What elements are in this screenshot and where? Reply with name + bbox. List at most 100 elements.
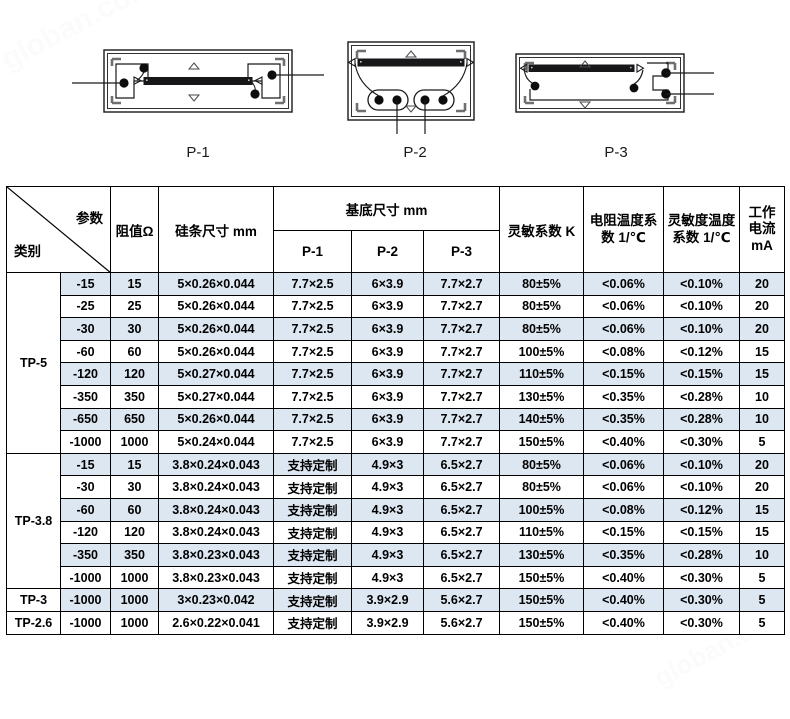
header-corner-diagonal: 参数 类别 bbox=[6, 186, 111, 273]
resistance-cell: 350 bbox=[110, 543, 159, 567]
sensitivity-k-cell: 140±5% bbox=[499, 407, 584, 432]
substrate-p3-cell: 7.7×2.7 bbox=[423, 317, 500, 341]
resistance-cell: 15 bbox=[110, 452, 159, 477]
resistance-cell: 120 bbox=[110, 520, 159, 545]
substrate-p1-cell: 支持定制 bbox=[273, 588, 352, 612]
sensitivity-temp-coef-cell: <0.28% bbox=[663, 407, 740, 432]
substrate-p2-cell: 4.9×3 bbox=[351, 565, 424, 590]
sensitivity-k-cell: 110±5% bbox=[499, 362, 584, 386]
sensitivity-temp-coef-cell: <0.15% bbox=[663, 520, 740, 545]
sensitivity-temp-coef-cell: <0.10% bbox=[663, 294, 740, 319]
figure-p3: P-3 bbox=[508, 32, 724, 172]
resistance-temp-coef-cell: <0.35% bbox=[583, 384, 664, 409]
substrate-p1-cell: 支持定制 bbox=[273, 610, 352, 635]
header-rtc-line2: 数 1/℃ bbox=[601, 229, 646, 245]
sensitivity-k-cell: 130±5% bbox=[499, 384, 584, 409]
model-cell: -1000 bbox=[60, 610, 111, 635]
working-current-cell: 20 bbox=[739, 317, 785, 341]
figure-p1-caption: P-1 bbox=[186, 144, 210, 161]
silicon-size-cell: 5×0.26×0.044 bbox=[158, 339, 274, 364]
resistance-cell: 350 bbox=[110, 384, 159, 409]
silicon-size-cell: 5×0.27×0.044 bbox=[158, 384, 274, 409]
substrate-p1-cell: 7.7×2.5 bbox=[273, 339, 352, 364]
substrate-p2-cell: 6×3.9 bbox=[351, 294, 424, 319]
model-cell: -1000 bbox=[60, 565, 111, 590]
substrate-p3-cell: 7.7×2.7 bbox=[423, 339, 500, 364]
silicon-size-cell: 5×0.26×0.044 bbox=[158, 294, 274, 319]
substrate-p2-cell: 6×3.9 bbox=[351, 362, 424, 386]
substrate-p2-cell: 6×3.9 bbox=[351, 384, 424, 409]
header-working-current: 工作电流 mA bbox=[739, 186, 785, 273]
figure-p3-caption: P-3 bbox=[604, 144, 628, 161]
silicon-size-cell: 5×0.26×0.044 bbox=[158, 272, 274, 296]
model-cell: -60 bbox=[60, 339, 111, 364]
header-current-line2: mA bbox=[751, 237, 773, 253]
sensitivity-k-cell: 150±5% bbox=[499, 610, 584, 635]
substrate-p2-cell: 6×3.9 bbox=[351, 430, 424, 454]
substrate-p3-cell: 7.7×2.7 bbox=[423, 407, 500, 432]
header-current-line1: 工作电流 bbox=[748, 204, 776, 237]
figure-p3-drawing bbox=[515, 53, 714, 113]
model-cell: -1000 bbox=[60, 588, 111, 612]
header-category-label: 类别 bbox=[14, 244, 41, 259]
model-cell: -120 bbox=[60, 362, 111, 386]
substrate-p1-cell: 7.7×2.5 bbox=[273, 294, 352, 319]
category-cell: TP-5 bbox=[6, 272, 61, 454]
sensitivity-temp-coef-cell: <0.30% bbox=[663, 610, 740, 635]
sensitivity-k-cell: 150±5% bbox=[499, 430, 584, 454]
substrate-p1-cell: 7.7×2.5 bbox=[273, 430, 352, 454]
working-current-cell: 20 bbox=[739, 272, 785, 296]
sensitivity-temp-coef-cell: <0.15% bbox=[663, 362, 740, 386]
resistance-temp-coef-cell: <0.15% bbox=[583, 362, 664, 386]
model-cell: -350 bbox=[60, 384, 111, 409]
header-resistance-temp-coefficient: 电阻温度系 数 1/℃ bbox=[583, 186, 664, 273]
substrate-p1-cell: 7.7×2.5 bbox=[273, 272, 352, 296]
substrate-p3-cell: 6.5×2.7 bbox=[423, 520, 500, 545]
substrate-p3-cell: 7.7×2.7 bbox=[423, 430, 500, 454]
resistance-temp-coef-cell: <0.08% bbox=[583, 339, 664, 364]
sensitivity-temp-coef-cell: <0.10% bbox=[663, 272, 740, 296]
substrate-p2-cell: 4.9×3 bbox=[351, 475, 424, 499]
substrate-p3-cell: 6.5×2.7 bbox=[423, 543, 500, 567]
substrate-p1-cell: 支持定制 bbox=[273, 565, 352, 590]
model-cell: -30 bbox=[60, 475, 111, 499]
sensitivity-k-cell: 80±5% bbox=[499, 475, 584, 499]
category-cell: TP-2.6 bbox=[6, 610, 61, 635]
working-current-cell: 15 bbox=[739, 497, 785, 522]
sensitivity-k-cell: 80±5% bbox=[499, 317, 584, 341]
resistance-temp-coef-cell: <0.08% bbox=[583, 497, 664, 522]
header-rtc-line1: 电阻温度系 bbox=[589, 213, 658, 229]
category-cell: TP-3.8 bbox=[6, 452, 61, 590]
substrate-p1-cell: 7.7×2.5 bbox=[273, 317, 352, 341]
model-cell: -30 bbox=[60, 317, 111, 341]
sensitivity-k-cell: 80±5% bbox=[499, 452, 584, 477]
header-stc-line2: 系数 1/℃ bbox=[672, 229, 731, 245]
sensitivity-temp-coef-cell: <0.12% bbox=[663, 339, 740, 364]
header-silicon-bar-size: 硅条尺寸 mm bbox=[158, 186, 274, 273]
model-cell: -15 bbox=[60, 452, 111, 477]
resistance-cell: 30 bbox=[110, 317, 159, 341]
model-cell: -350 bbox=[60, 543, 111, 567]
sensitivity-temp-coef-cell: <0.28% bbox=[663, 543, 740, 567]
figure-p2: P-2 bbox=[330, 32, 500, 172]
resistance-temp-coef-cell: <0.15% bbox=[583, 520, 664, 545]
substrate-p3-cell: 7.7×2.7 bbox=[423, 272, 500, 296]
header-substrate-p3: P-3 bbox=[423, 230, 500, 273]
resistance-temp-coef-cell: <0.06% bbox=[583, 272, 664, 296]
substrate-p1-cell: 支持定制 bbox=[273, 520, 352, 545]
model-cell: -1000 bbox=[60, 430, 111, 454]
substrate-p1-cell: 支持定制 bbox=[273, 543, 352, 567]
sensitivity-k-cell: 150±5% bbox=[499, 565, 584, 590]
spec-table: 参数 类别 阻值Ω 硅条尺寸 mm 基底尺寸 mm 灵敏系数 K 电阻温度系 数… bbox=[6, 186, 785, 635]
header-resistance: 阻值Ω bbox=[110, 186, 159, 273]
header-row-1: 参数 类别 阻值Ω 硅条尺寸 mm 基底尺寸 mm 灵敏系数 K 电阻温度系 数… bbox=[6, 186, 785, 273]
